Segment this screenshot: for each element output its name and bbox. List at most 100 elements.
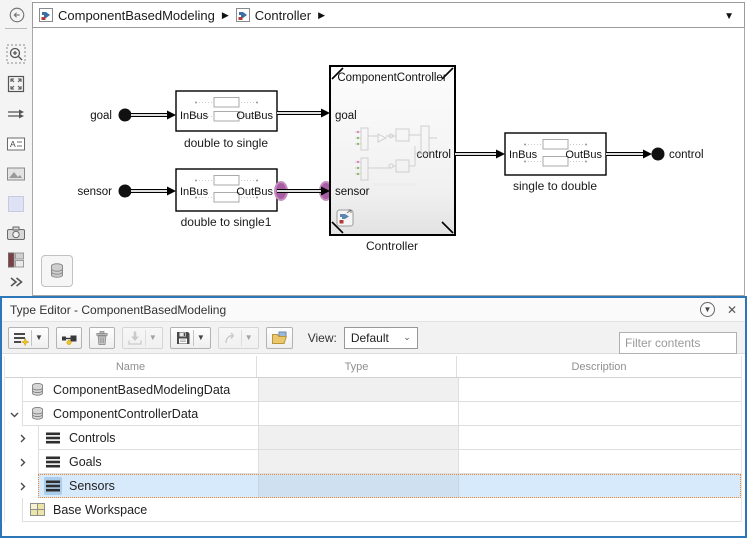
row-description-cell[interactable] — [458, 450, 741, 473]
svg-text:InBus: InBus — [509, 149, 538, 161]
close-panel-icon[interactable]: ✕ — [726, 302, 737, 317]
bus-line-goal-2[interactable] — [277, 108, 330, 118]
svg-text:OutBus: OutBus — [236, 110, 273, 122]
row-description-cell[interactable] — [458, 475, 740, 497]
inport-sensor[interactable] — [118, 184, 132, 198]
bus-object-icon — [44, 453, 62, 471]
row-description-cell[interactable] — [458, 378, 741, 401]
expand-more-icon[interactable] — [6, 272, 26, 292]
inport-label: sensor — [77, 186, 112, 198]
import-dropdown-icon: ▼ — [148, 333, 157, 342]
add-element-button[interactable] — [55, 326, 82, 349]
row-name: Controls — [69, 430, 116, 445]
open-dictionary-button[interactable] — [265, 326, 293, 349]
image-icon[interactable] — [6, 164, 26, 184]
subsystem-icon — [39, 8, 53, 22]
bus-object-icon — [44, 477, 62, 495]
inport-label: goal — [90, 110, 112, 122]
bus-line-sensor-highlighted[interactable] — [274, 181, 333, 201]
breadcrumb-item-subsystem[interactable]: Controller — [254, 7, 312, 23]
row-name: ComponentControllerData — [53, 406, 199, 421]
base-workspace-icon — [28, 501, 46, 519]
block-double-to-single1[interactable]: InBus OutBus — [175, 168, 278, 212]
row-type-cell — [258, 426, 458, 449]
outport-label: control — [669, 149, 704, 161]
column-header-name[interactable]: Name — [5, 356, 257, 377]
inport-goal[interactable] — [118, 108, 132, 122]
row-type-cell[interactable] — [258, 402, 458, 425]
data-dictionary-icon — [28, 381, 46, 399]
block-double-to-single[interactable]: InBus OutBus — [175, 90, 278, 132]
table-row[interactable]: ComponentControllerData — [5, 402, 741, 426]
breadcrumb-dropdown-icon[interactable]: ▼ — [724, 11, 734, 22]
save-dropdown-icon[interactable]: ▼ — [196, 333, 205, 342]
bus-line-control[interactable] — [455, 149, 505, 159]
bus-line-goal[interactable] — [131, 110, 176, 120]
svg-text:ComponentController: ComponentController — [337, 72, 446, 84]
table-row-selected[interactable]: Sensors — [5, 474, 741, 498]
table-row[interactable]: ComponentBasedModelingData — [5, 378, 741, 402]
breadcrumb-item-model[interactable]: ComponentBasedModeling — [58, 7, 215, 23]
signal-routing-icon[interactable] — [6, 104, 26, 124]
svg-text:OutBus: OutBus — [565, 149, 602, 161]
back-arrow-icon[interactable] — [8, 6, 26, 24]
data-dictionary-icon — [28, 405, 46, 423]
breadcrumb: ComponentBasedModeling ▶ Controller ▶ ▼ — [32, 2, 745, 28]
svg-text:control: control — [416, 149, 451, 161]
save-button[interactable]: ▼ — [169, 326, 211, 349]
table-row[interactable]: Goals — [5, 450, 741, 474]
chevron-right-icon[interactable] — [17, 431, 29, 443]
svg-text:InBus: InBus — [180, 110, 209, 122]
annotation-icon[interactable]: A — [6, 134, 26, 154]
row-type-cell — [258, 475, 458, 497]
table-row[interactable]: Controls — [5, 426, 741, 450]
model-canvas[interactable]: goal InBus OutBus double to single senso… — [32, 28, 745, 296]
table-row[interactable]: Base Workspace — [5, 498, 741, 522]
bus-line-sensor[interactable] — [131, 186, 176, 196]
row-type-cell — [258, 450, 458, 473]
row-type-cell — [258, 378, 458, 401]
block-single-to-double[interactable]: InBus OutBus — [504, 132, 607, 176]
outport-control[interactable] — [651, 147, 665, 161]
row-description-cell[interactable] — [458, 426, 741, 449]
panel-title: Type Editor - ComponentBasedModeling — [10, 302, 227, 317]
screenshot-icon[interactable] — [6, 223, 26, 243]
canvas-toolstrip: A — [0, 0, 32, 296]
chevron-right-icon[interactable] — [17, 479, 29, 491]
type-editor-panel: Type Editor - ComponentBasedModeling ▼ ✕… — [0, 296, 747, 538]
area-icon[interactable] — [6, 194, 26, 214]
view-label: View: — [307, 330, 337, 345]
divider — [5, 28, 27, 29]
row-name: Sensors — [69, 479, 115, 493]
row-name: Base Workspace — [53, 502, 148, 517]
column-header-type[interactable]: Type — [257, 356, 457, 377]
collapse-panel-icon[interactable]: ▼ — [699, 302, 715, 317]
forward-button: ▼ — [217, 326, 259, 349]
delete-button[interactable] — [88, 326, 115, 349]
column-header-description[interactable]: Description — [571, 361, 627, 373]
add-entry-button[interactable]: ▼ — [8, 326, 49, 349]
block-caption: single to double — [513, 179, 597, 193]
bus-line-to-outport[interactable] — [606, 149, 652, 159]
model-reference-badge-icon[interactable] — [336, 209, 354, 227]
svg-text:InBus: InBus — [180, 186, 209, 198]
data-dictionary-badge[interactable] — [41, 255, 73, 287]
viewmarks-icon[interactable] — [6, 250, 26, 270]
row-name: Goals — [69, 454, 102, 469]
fit-to-view-icon[interactable] — [6, 74, 26, 94]
zoom-region-icon[interactable] — [6, 44, 26, 64]
svg-text:sensor: sensor — [335, 186, 370, 198]
forward-dropdown-icon: ▼ — [244, 333, 253, 342]
chevron-right-icon[interactable] — [17, 455, 29, 467]
controller-preview-sketch — [355, 125, 437, 186]
view-select[interactable]: Default ⌄ — [343, 326, 418, 349]
add-entry-dropdown-icon[interactable]: ▼ — [35, 333, 43, 342]
svg-text:goal: goal — [335, 110, 357, 122]
filter-contents-input[interactable] — [619, 332, 737, 354]
block-caption: Controller — [366, 239, 418, 253]
row-description-cell[interactable] — [458, 402, 741, 425]
type-editor-table: Name Type Description ComponentBasedMode… — [4, 356, 742, 522]
block-caption: double to single1 — [181, 215, 272, 229]
block-component-controller[interactable]: ComponentController goal sensor control — [329, 65, 456, 236]
chevron-down-icon[interactable] — [9, 407, 21, 419]
